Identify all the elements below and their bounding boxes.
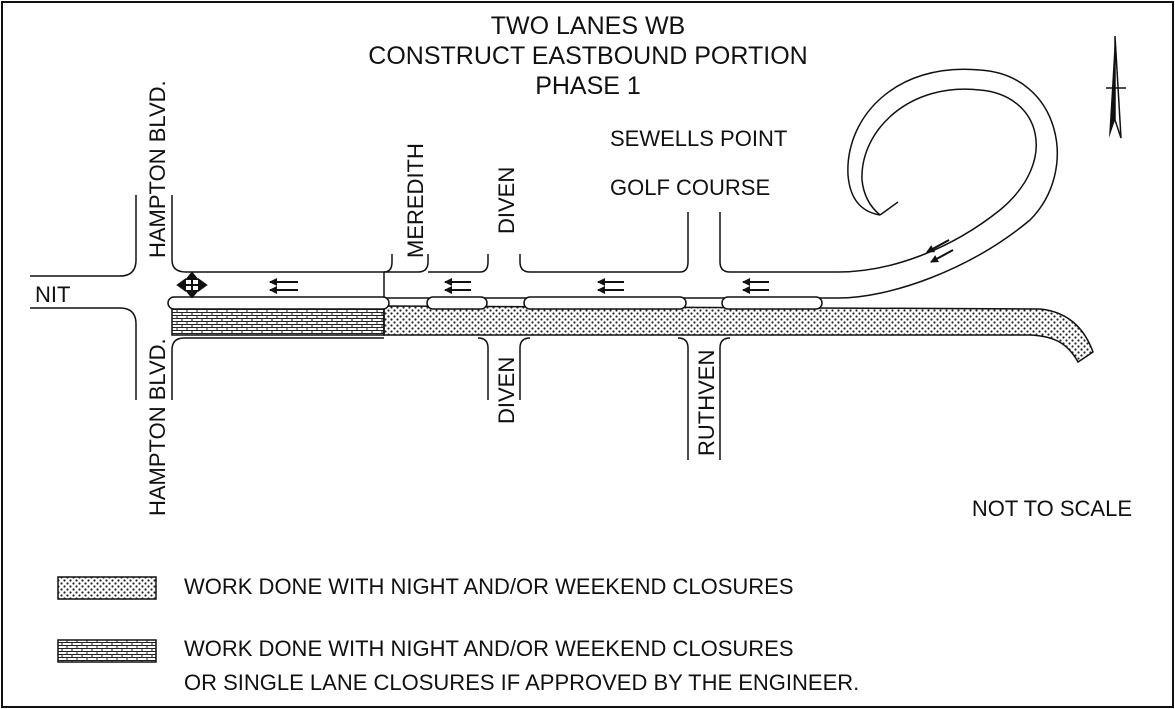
- legend-label-single-lane-2: OR SINGLE LANE CLOSURES IF APPROVED BY T…: [184, 670, 859, 695]
- lane-separators: [167, 296, 823, 310]
- street-label-ruthven: RUTHVEN: [694, 350, 719, 456]
- street-label-hampton-south: HAMPTON BLVD.: [145, 338, 170, 516]
- landmark-line-1: SEWELLS POINT: [610, 126, 787, 151]
- double-arrow-westbound-icon: [742, 278, 769, 294]
- work-zone-night-weekend: [383, 305, 1094, 364]
- double-arrow-westbound-icon: [269, 278, 298, 294]
- double-arrow-westbound-icon: [444, 278, 471, 294]
- title-line-3: PHASE 1: [535, 72, 641, 100]
- work-zone-single-lane: [171, 305, 385, 336]
- street-label-nit: NIT: [35, 282, 70, 307]
- title-line-1: TWO LANES WB: [491, 12, 685, 40]
- street-label-diven-south: DIVEN: [494, 357, 519, 424]
- street-label-meredith: MEREDITH: [403, 143, 428, 258]
- legend-swatch-bricks: [57, 639, 157, 663]
- double-arrow-westbound-icon: [597, 278, 624, 294]
- legend-swatch-dots: [57, 576, 157, 600]
- legend-label-night-weekend: WORK DONE WITH NIGHT AND/OR WEEKEND CLOS…: [184, 574, 794, 599]
- two-way-arrow-icon: [176, 271, 208, 299]
- north-arrow-icon: [1106, 35, 1126, 139]
- double-arrow-westbound-icon: [926, 239, 954, 263]
- street-label-diven-north: DIVEN: [494, 167, 519, 234]
- title-line-2: CONSTRUCT EASTBOUND PORTION: [368, 42, 807, 70]
- landmark-line-2: GOLF COURSE: [610, 175, 770, 200]
- street-label-hampton-north: HAMPTON BLVD.: [145, 80, 170, 258]
- scale-note: NOT TO SCALE: [972, 496, 1132, 521]
- legend-label-single-lane-1: WORK DONE WITH NIGHT AND/OR WEEKEND CLOS…: [184, 636, 794, 661]
